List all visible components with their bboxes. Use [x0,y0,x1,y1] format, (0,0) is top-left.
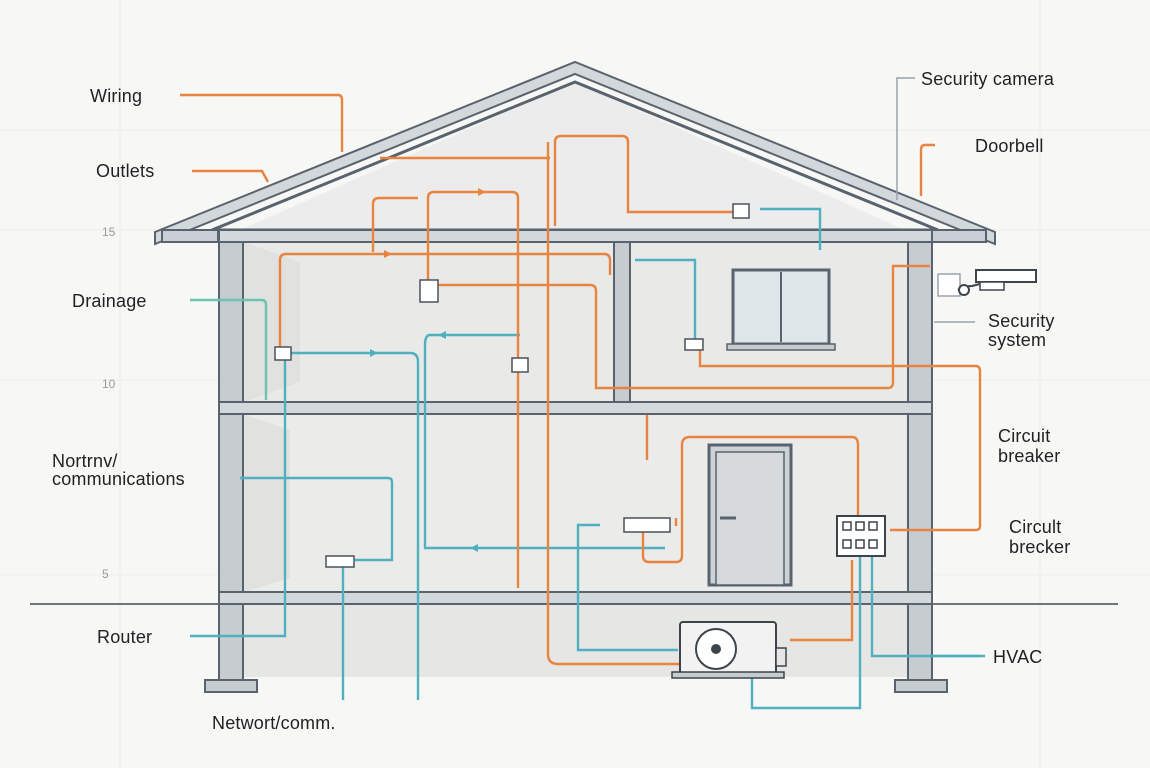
label-security-camera: Security camera [921,69,1055,89]
mid-floor-slab [218,401,933,415]
left-footing [204,679,258,693]
right-wall [907,229,933,683]
house-structure [154,60,996,693]
ground-floor-slab [218,591,933,605]
hvac-unit [671,621,787,679]
drainage-lines [190,298,268,400]
label-outlets: Outlets [96,161,155,181]
left-wall [218,229,244,683]
label-hvac: HVAC [993,647,1043,667]
outlet-box-2 [274,346,292,361]
outlet-box-3 [511,357,529,373]
label-circuit-breaker-line1: Circuit [998,426,1051,446]
label-security-system-line1: Security [988,311,1055,331]
electrical-lines [180,93,982,666]
label-doorbell: Doorbell [975,136,1044,156]
lower-room-perspective [243,414,290,592]
upper-room-perspective [243,242,300,402]
right-footing [894,679,948,693]
label-drainage: Drainage [72,291,147,311]
network-lines [190,207,980,710]
breaker-panel [836,515,886,557]
label-security-system-line2: system [988,330,1047,350]
label-wiring: Wiring [90,86,143,106]
label-network-communications-line2: communications [52,469,185,489]
network-arrows [370,331,478,552]
callout-lines [896,77,975,323]
eave-left [161,229,219,243]
security-camera-icon [937,269,1037,297]
flow-arrows [384,188,486,258]
upper-partition [613,241,631,403]
outlet-box-4 [732,203,750,219]
label-circuit-breaker-2-line1: Circult [1009,517,1062,537]
label-circuit-breaker-2-line2: brecker [1009,537,1071,557]
outlet-box-5 [684,338,704,351]
scale-tick-5: 5 [102,567,109,581]
scale-tick-15: 15 [102,225,116,239]
label-network-comm-bottom: Networt/comm. [212,713,336,733]
switch-panel [623,517,671,533]
scale-tick-10: 10 [102,377,116,391]
label-network-communications-line1: Nortrnv/ [52,451,118,471]
window-sill [726,343,836,351]
ceiling-slab [218,229,933,243]
outlet-box-1 [419,279,439,303]
label-circuit-breaker-line2: breaker [998,446,1061,466]
router-box [325,555,355,568]
roof-outer [154,60,996,246]
label-router: Router [97,627,153,647]
device-boxes [274,203,750,568]
attic-fill [240,82,905,230]
eave-right [929,229,987,243]
